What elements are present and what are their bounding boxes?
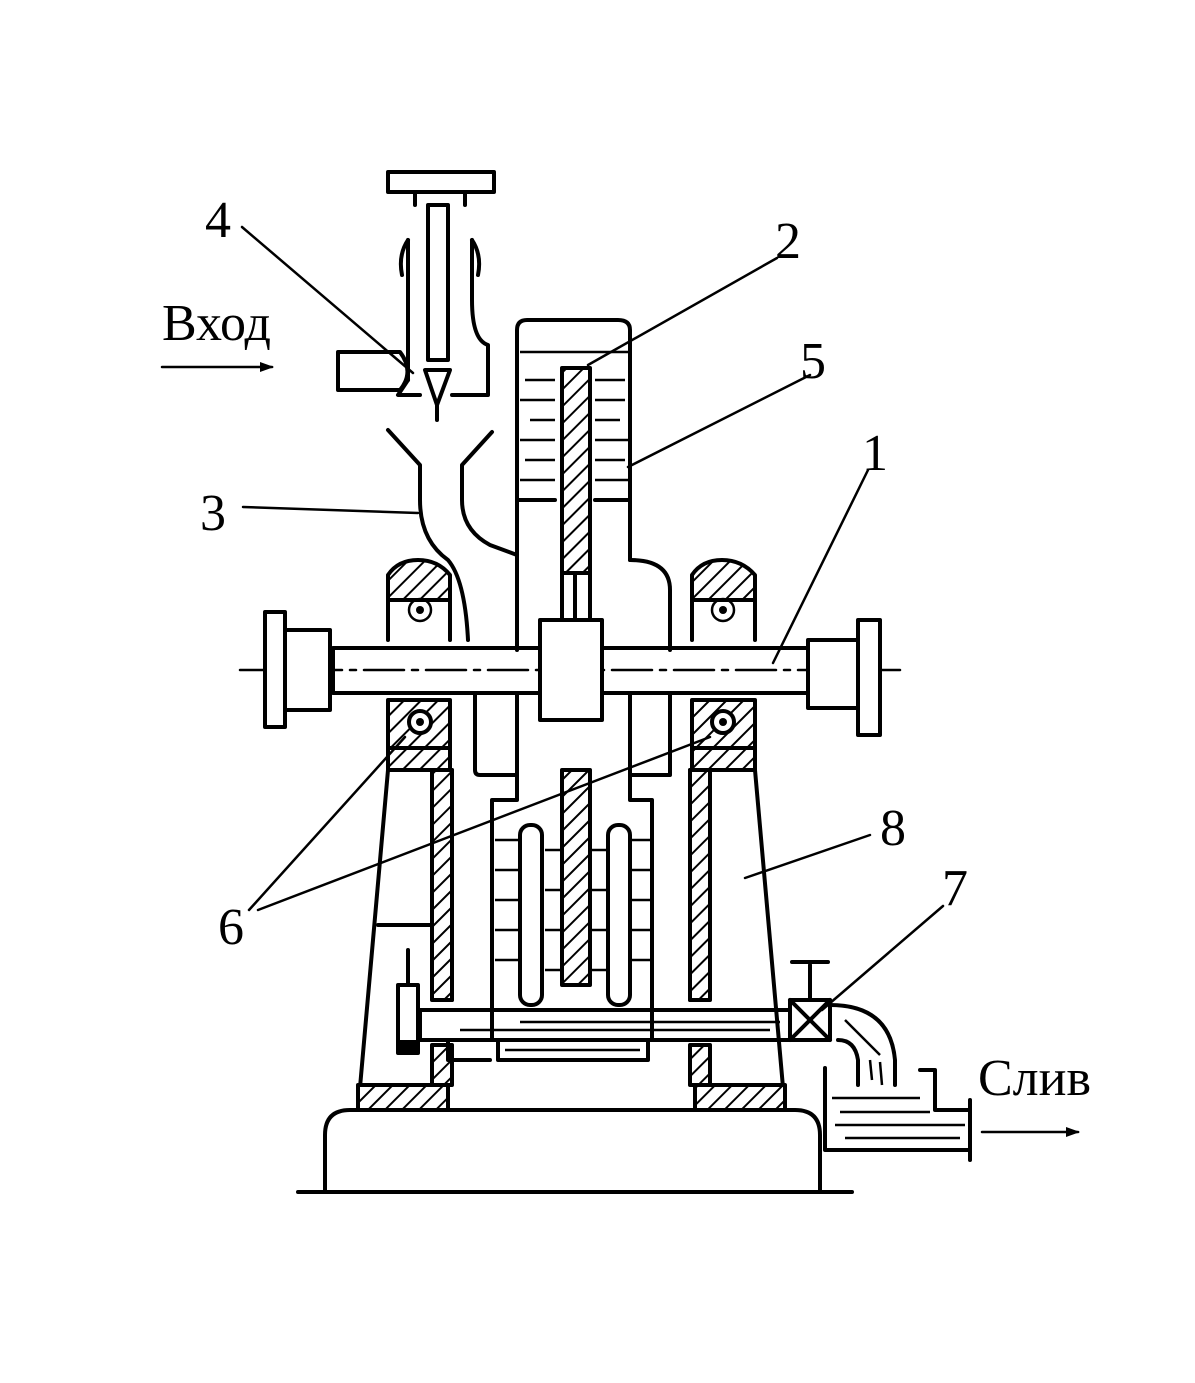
upper-chamber [515, 318, 632, 562]
drain-label: Слив [978, 1050, 1091, 1107]
callout-3: 3 [200, 485, 226, 542]
lower-chamber [490, 823, 654, 1062]
foundation [296, 1108, 854, 1194]
feed-valve [336, 170, 496, 422]
drain-valve [788, 960, 832, 1042]
drain-pipe [418, 1008, 792, 1062]
callout-1: 1 [862, 425, 888, 482]
outlet-spout [828, 1003, 897, 1087]
inlet-label: Вход [162, 295, 271, 352]
leader-lines [240, 225, 945, 1012]
shaft [238, 610, 907, 737]
callout-4: 4 [205, 192, 231, 249]
bearing-assembly-left [386, 558, 452, 750]
inner-casing [473, 558, 672, 1002]
feed-funnel [386, 428, 519, 642]
callout-7: 7 [942, 860, 968, 917]
rotor-disk [560, 366, 592, 987]
callout-5: 5 [800, 333, 826, 390]
callout-6: 6 [218, 899, 244, 956]
callout-8: 8 [880, 800, 906, 857]
drain-tank [823, 1066, 972, 1162]
callout-2: 2 [775, 213, 801, 270]
housing [356, 746, 787, 1112]
level-gauge [396, 948, 420, 1055]
bearing-assembly-right [690, 558, 757, 750]
